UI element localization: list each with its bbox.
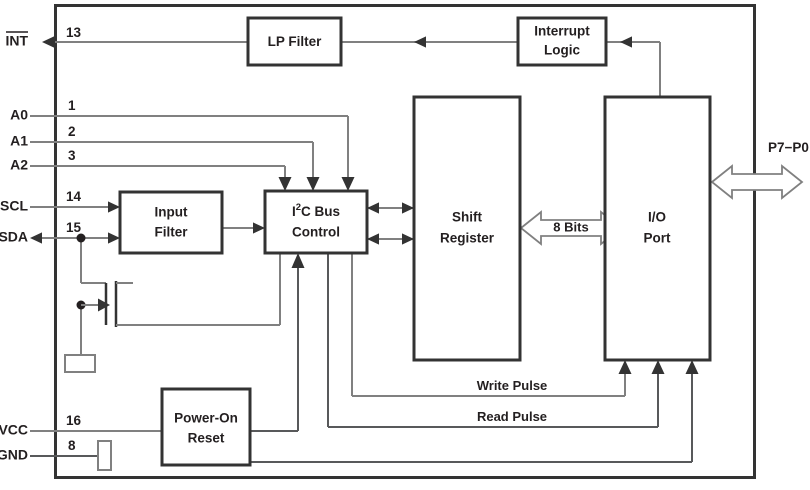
pin-scl: SCL 14: [0, 189, 82, 214]
pin-a1-number: 2: [68, 124, 76, 139]
pin-int: INT 13: [5, 25, 81, 49]
pin-gnd-number: 8: [68, 438, 76, 453]
block-power-on-reset[interactable]: [160, 387, 252, 467]
wire-int-path: [55, 41, 661, 97]
arrow-write-pulse: [618, 360, 632, 374]
junction-sda-top: [76, 233, 86, 243]
block-input-filter[interactable]: [118, 190, 224, 255]
block-shift-register-label-1: Shift: [452, 210, 482, 225]
block-lp-filter-label: LP Filter: [268, 34, 323, 49]
wire-a0: [30, 115, 349, 178]
block-io-port-label-2: Port: [644, 231, 672, 246]
block-interrupt-logic-label-2: Logic: [544, 43, 580, 58]
pin-a2-number: 3: [68, 148, 76, 163]
pin-a0: A0 1: [10, 98, 76, 123]
arrow-filter-to-i2c: [253, 222, 265, 234]
block-lp-filter[interactable]: [246, 16, 343, 67]
wire-por-to-i2c: [250, 268, 299, 432]
signal-write-pulse-label: Write Pulse: [477, 378, 548, 393]
block-i2c-bus-control-label-1: I2C Bus: [292, 202, 340, 219]
pin-vcc-label: VCC: [0, 422, 28, 438]
pin-a1-label: A1: [10, 133, 28, 149]
block-i2c-bus-control-label-2: Control: [292, 225, 340, 240]
arrow-read-pulse: [651, 360, 665, 374]
arrow-int-out: [42, 36, 54, 48]
pin-int-label: INT: [5, 33, 28, 49]
signal-read-pulse-label: Read Pulse: [477, 409, 547, 424]
wire-transistor-drain: [116, 253, 281, 326]
bus-8bits-label: 8 Bits: [553, 219, 588, 234]
arrow-sda-out: [30, 232, 42, 244]
pin-a1: A1 2: [10, 124, 75, 149]
bus-arrow-port: [710, 164, 804, 200]
block-interrupt-logic[interactable]: [516, 16, 608, 67]
pin-int-number: 13: [66, 25, 82, 40]
block-power-on-reset-label-2: Reset: [188, 431, 225, 446]
pin-a0-number: 1: [68, 98, 76, 113]
pin-gnd: GND 8: [0, 438, 76, 463]
wire-write-pulse: [351, 253, 626, 397]
wire-sda: [42, 237, 108, 355]
block-shift-register-label-2: Register: [440, 231, 495, 246]
arrow-sda-into-filter: [108, 232, 120, 244]
chip-outline: [54, 4, 756, 479]
pin-vcc-number: 16: [66, 413, 82, 428]
block-input-filter-label-1: Input: [155, 205, 188, 220]
gnd-resistor: [97, 440, 112, 471]
pin-a2-label: A2: [10, 157, 28, 173]
output-transistor: [81, 281, 133, 327]
pin-vcc: VCC 16: [0, 413, 82, 438]
block-shift-register[interactable]: [412, 95, 522, 362]
port-bus-label: P7−P0: [768, 140, 809, 155]
pin-scl-number: 14: [66, 189, 82, 204]
pin-sda-number: 15: [66, 220, 82, 235]
block-i2c-bus-control[interactable]: [263, 189, 369, 255]
arrow-por-to-i2c: [291, 253, 305, 268]
block-io-port-label-1: I/O: [648, 210, 666, 225]
pullup-resistor: [64, 354, 96, 373]
arrow-interrupt-out: [620, 36, 632, 48]
block-power-on-reset-label-1: Power-On: [174, 411, 238, 426]
arrow-a2-into-i2c: [278, 177, 292, 191]
block-interrupt-logic-label-1: Interrupt: [534, 24, 590, 39]
arrow-i2c-shift-lower: [367, 233, 414, 245]
pin-sda-label: SDA: [0, 229, 28, 245]
pin-scl-label: SCL: [0, 198, 28, 214]
wire-a2: [30, 165, 286, 178]
pin-sda: SDA 15: [0, 220, 82, 245]
pin-gnd-label: GND: [0, 447, 28, 463]
arrow-a0-into-i2c: [341, 177, 355, 191]
wire-por-to-ioport: [250, 374, 693, 463]
arrow-a1-into-i2c: [306, 177, 320, 191]
block-input-filter-label-2: Filter: [154, 225, 188, 240]
pin-a0-label: A0: [10, 107, 28, 123]
arrow-i2c-shift-upper: [367, 202, 414, 214]
wire-a1: [30, 141, 314, 178]
arrow-por-to-ioport: [685, 360, 699, 374]
arrow-lp-filter-in: [414, 36, 426, 48]
block-io-port[interactable]: [603, 95, 712, 362]
pin-a2: A2 3: [10, 148, 76, 173]
arrow-scl-into-filter: [108, 201, 120, 213]
wire-read-pulse: [327, 253, 659, 428]
